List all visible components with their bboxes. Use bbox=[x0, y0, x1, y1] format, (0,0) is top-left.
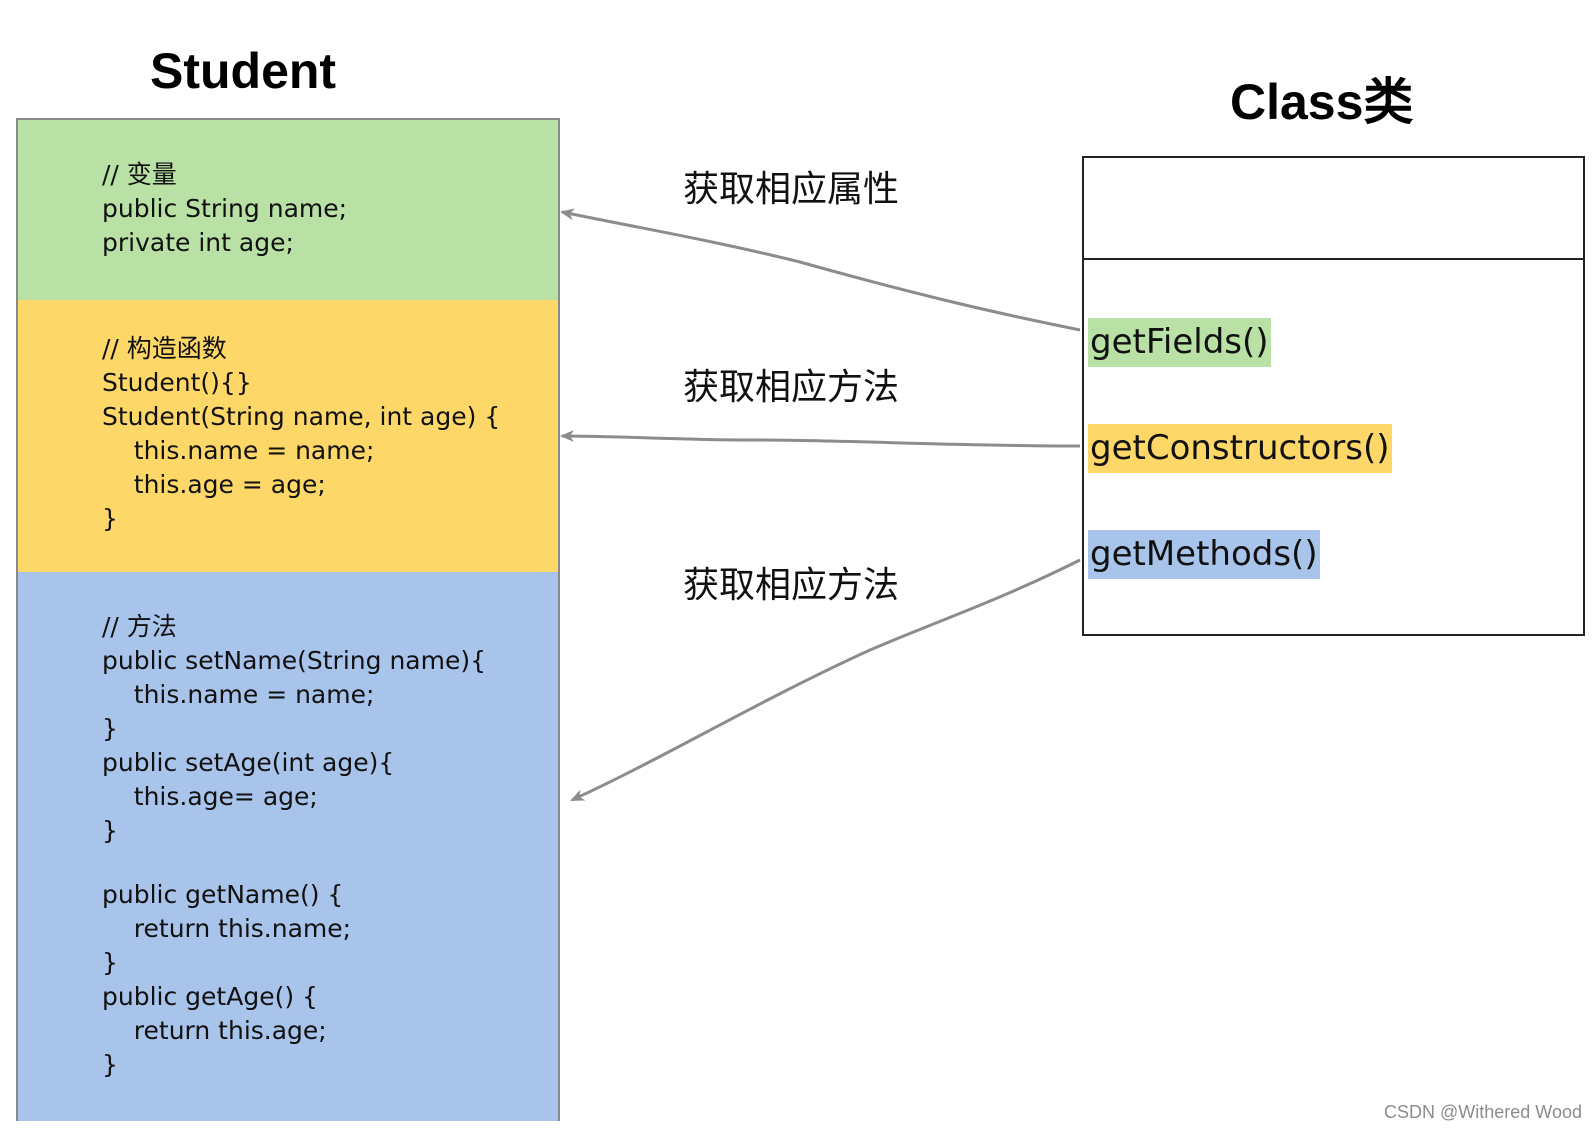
code-line: this.age = age; bbox=[102, 470, 326, 499]
get-fields-method: getFields() bbox=[1088, 318, 1271, 367]
class-title: Class类 bbox=[1230, 74, 1414, 130]
code-line: this.name = name; bbox=[102, 436, 375, 465]
code-line: } bbox=[102, 1050, 118, 1079]
code-line: public setAge(int age){ bbox=[102, 748, 395, 777]
code-line: // 变量 bbox=[102, 160, 177, 189]
code-line: public getAge() { bbox=[102, 982, 318, 1011]
code-line: } bbox=[102, 504, 118, 533]
code-line: } bbox=[102, 816, 118, 845]
code-line: public getName() { bbox=[102, 880, 344, 909]
get-constructors-method: getConstructors() bbox=[1088, 424, 1392, 473]
student-title: Student bbox=[150, 43, 337, 99]
constructors-section: // 构造函数 Student(){} Student(String name,… bbox=[18, 300, 558, 572]
methods-section: // 方法 public setName(String name){ this.… bbox=[18, 572, 558, 1121]
code-line: // 方法 bbox=[102, 612, 177, 641]
constructors-edge-label: 获取相应方法 bbox=[683, 367, 900, 408]
code-line: this.age= age; bbox=[102, 782, 318, 811]
constructors-arrow bbox=[560, 430, 1081, 448]
student-class-box: // 变量 public String name; private int ag… bbox=[16, 118, 560, 1121]
code-line: return this.age; bbox=[102, 1016, 327, 1045]
fields-edge-label: 获取相应属性 bbox=[683, 169, 900, 210]
code-line: } bbox=[102, 948, 118, 977]
code-line: private int age; bbox=[102, 228, 294, 257]
watermark: CSDN @Withered Wood bbox=[1384, 1102, 1582, 1122]
code-line: public String name; bbox=[102, 194, 348, 223]
get-methods-method: getMethods() bbox=[1088, 530, 1320, 579]
code-line: return this.name; bbox=[102, 914, 352, 943]
fields-section: // 变量 public String name; private int ag… bbox=[18, 120, 558, 300]
code-line: this.name = name; bbox=[102, 680, 375, 709]
code-line: public setName(String name){ bbox=[102, 646, 486, 675]
code-line: Student(String name, int age) { bbox=[102, 402, 501, 431]
fields-arrow bbox=[560, 208, 1081, 332]
code-line: // 构造函数 bbox=[102, 334, 227, 363]
class-box-divider bbox=[1084, 258, 1583, 260]
methods-edge-label: 获取相应方法 bbox=[683, 565, 900, 606]
code-line: } bbox=[102, 714, 118, 743]
code-line: Student(){} bbox=[102, 368, 252, 397]
class-box: getFields() getConstructors() getMethods… bbox=[1082, 156, 1585, 636]
